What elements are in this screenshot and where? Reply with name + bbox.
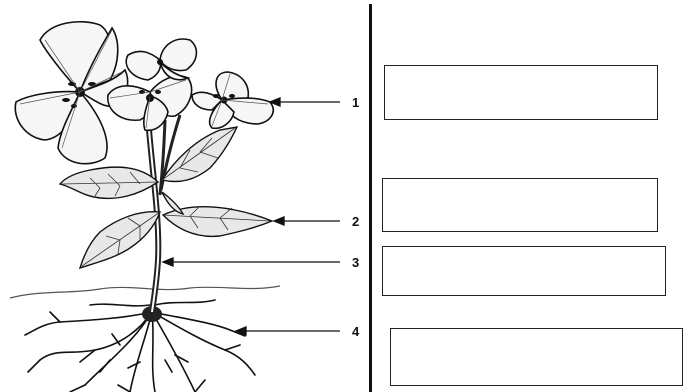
roots: [25, 300, 255, 392]
label-3: 3: [352, 255, 359, 270]
answer-box-4[interactable]: [390, 328, 683, 386]
plant-diagram: 1 2 3 4: [0, 0, 369, 392]
answer-box-2[interactable]: [382, 178, 658, 232]
soil-line: [10, 286, 280, 298]
flower-right: [192, 72, 273, 128]
answer-box-1[interactable]: [384, 65, 658, 120]
label-1: 1: [352, 95, 359, 110]
label-4: 4: [352, 324, 360, 339]
label-2: 2: [352, 214, 359, 229]
vertical-divider: [369, 4, 372, 392]
answer-box-3[interactable]: [382, 246, 666, 296]
